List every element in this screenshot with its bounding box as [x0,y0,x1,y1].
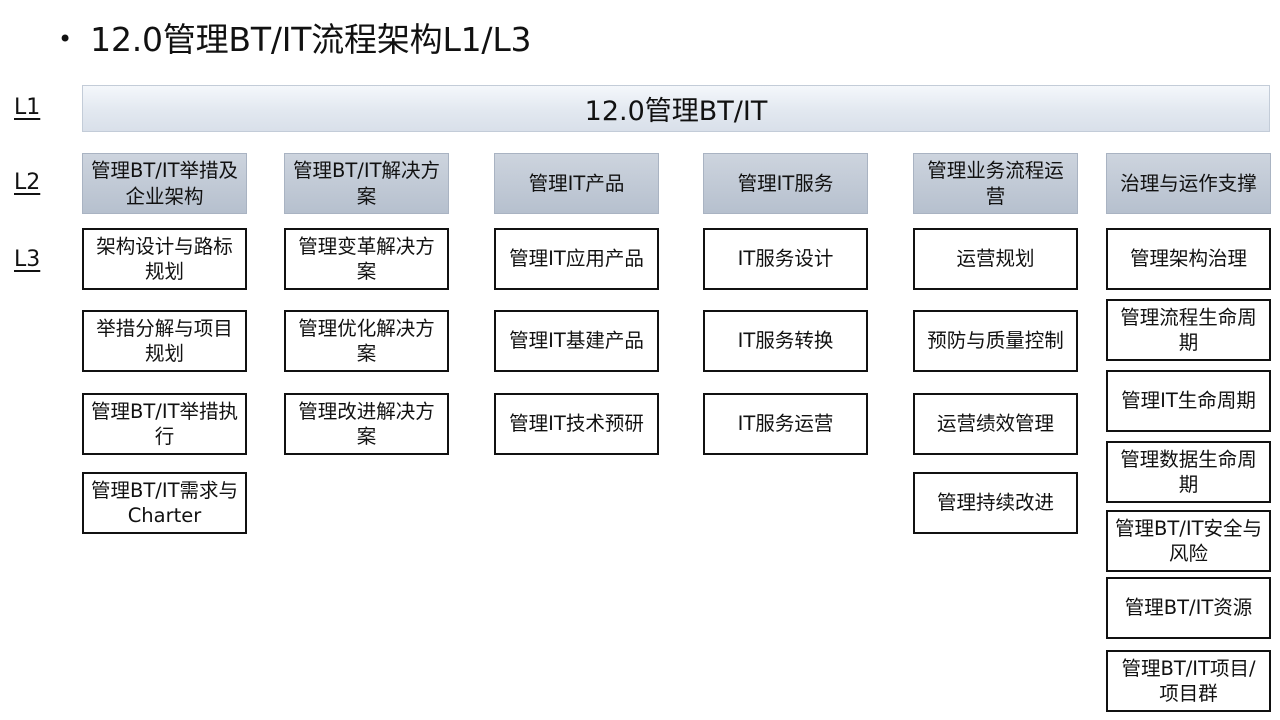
l3-process-box: 举措分解与项目规划 [82,310,247,372]
level-label-l3: L3 [14,247,41,272]
l3-process-box: 架构设计与路标规划 [82,228,247,290]
l3-process-box: 管理BT/IT安全与风险 [1106,510,1271,572]
l2-process-box: 管理BT/IT举措及企业架构 [82,153,247,214]
level-label-l2: L2 [14,170,41,195]
l3-process-box: 运营绩效管理 [913,393,1078,455]
l3-process-box: 管理数据生命周期 [1106,441,1271,503]
l3-process-box: 管理BT/IT项目/项目群 [1106,650,1271,712]
l2-process-box: 管理IT产品 [494,153,659,214]
l3-process-box: IT服务转换 [703,310,868,372]
l3-process-box: 管理流程生命周期 [1106,299,1271,361]
l3-process-box: 管理改进解决方案 [284,393,449,455]
l3-process-box: 预防与质量控制 [913,310,1078,372]
l3-process-box: 管理变革解决方案 [284,228,449,290]
l3-process-box: 管理IT应用产品 [494,228,659,290]
level-label-l1: L1 [14,95,41,120]
l2-process-box: 治理与运作支撑 [1106,153,1271,214]
slide-title: • 12.0管理BT/IT流程架构L1/L3 [58,14,532,64]
l2-process-box: 管理IT服务 [703,153,868,214]
l3-process-box: 管理架构治理 [1106,228,1271,290]
l3-process-box: 管理IT技术预研 [494,393,659,455]
l1-process-bar: 12.0管理BT/IT [82,85,1270,132]
l3-process-box: 管理IT基建产品 [494,310,659,372]
l3-process-box: 管理IT生命周期 [1106,370,1271,432]
l2-process-box: 管理业务流程运营 [913,153,1078,214]
l3-process-box: 管理优化解决方案 [284,310,449,372]
l3-process-box: 管理BT/IT需求与Charter [82,472,247,534]
l3-process-box: IT服务设计 [703,228,868,290]
l3-process-box: 管理BT/IT举措执行 [82,393,247,455]
l3-process-box: IT服务运营 [703,393,868,455]
l2-process-box: 管理BT/IT解决方案 [284,153,449,214]
bullet-icon: • [58,25,73,53]
title-text: 12.0管理BT/IT流程架构L1/L3 [90,19,532,59]
l3-process-box: 运营规划 [913,228,1078,290]
l3-process-box: 管理持续改进 [913,472,1078,534]
l3-process-box: 管理BT/IT资源 [1106,577,1271,639]
